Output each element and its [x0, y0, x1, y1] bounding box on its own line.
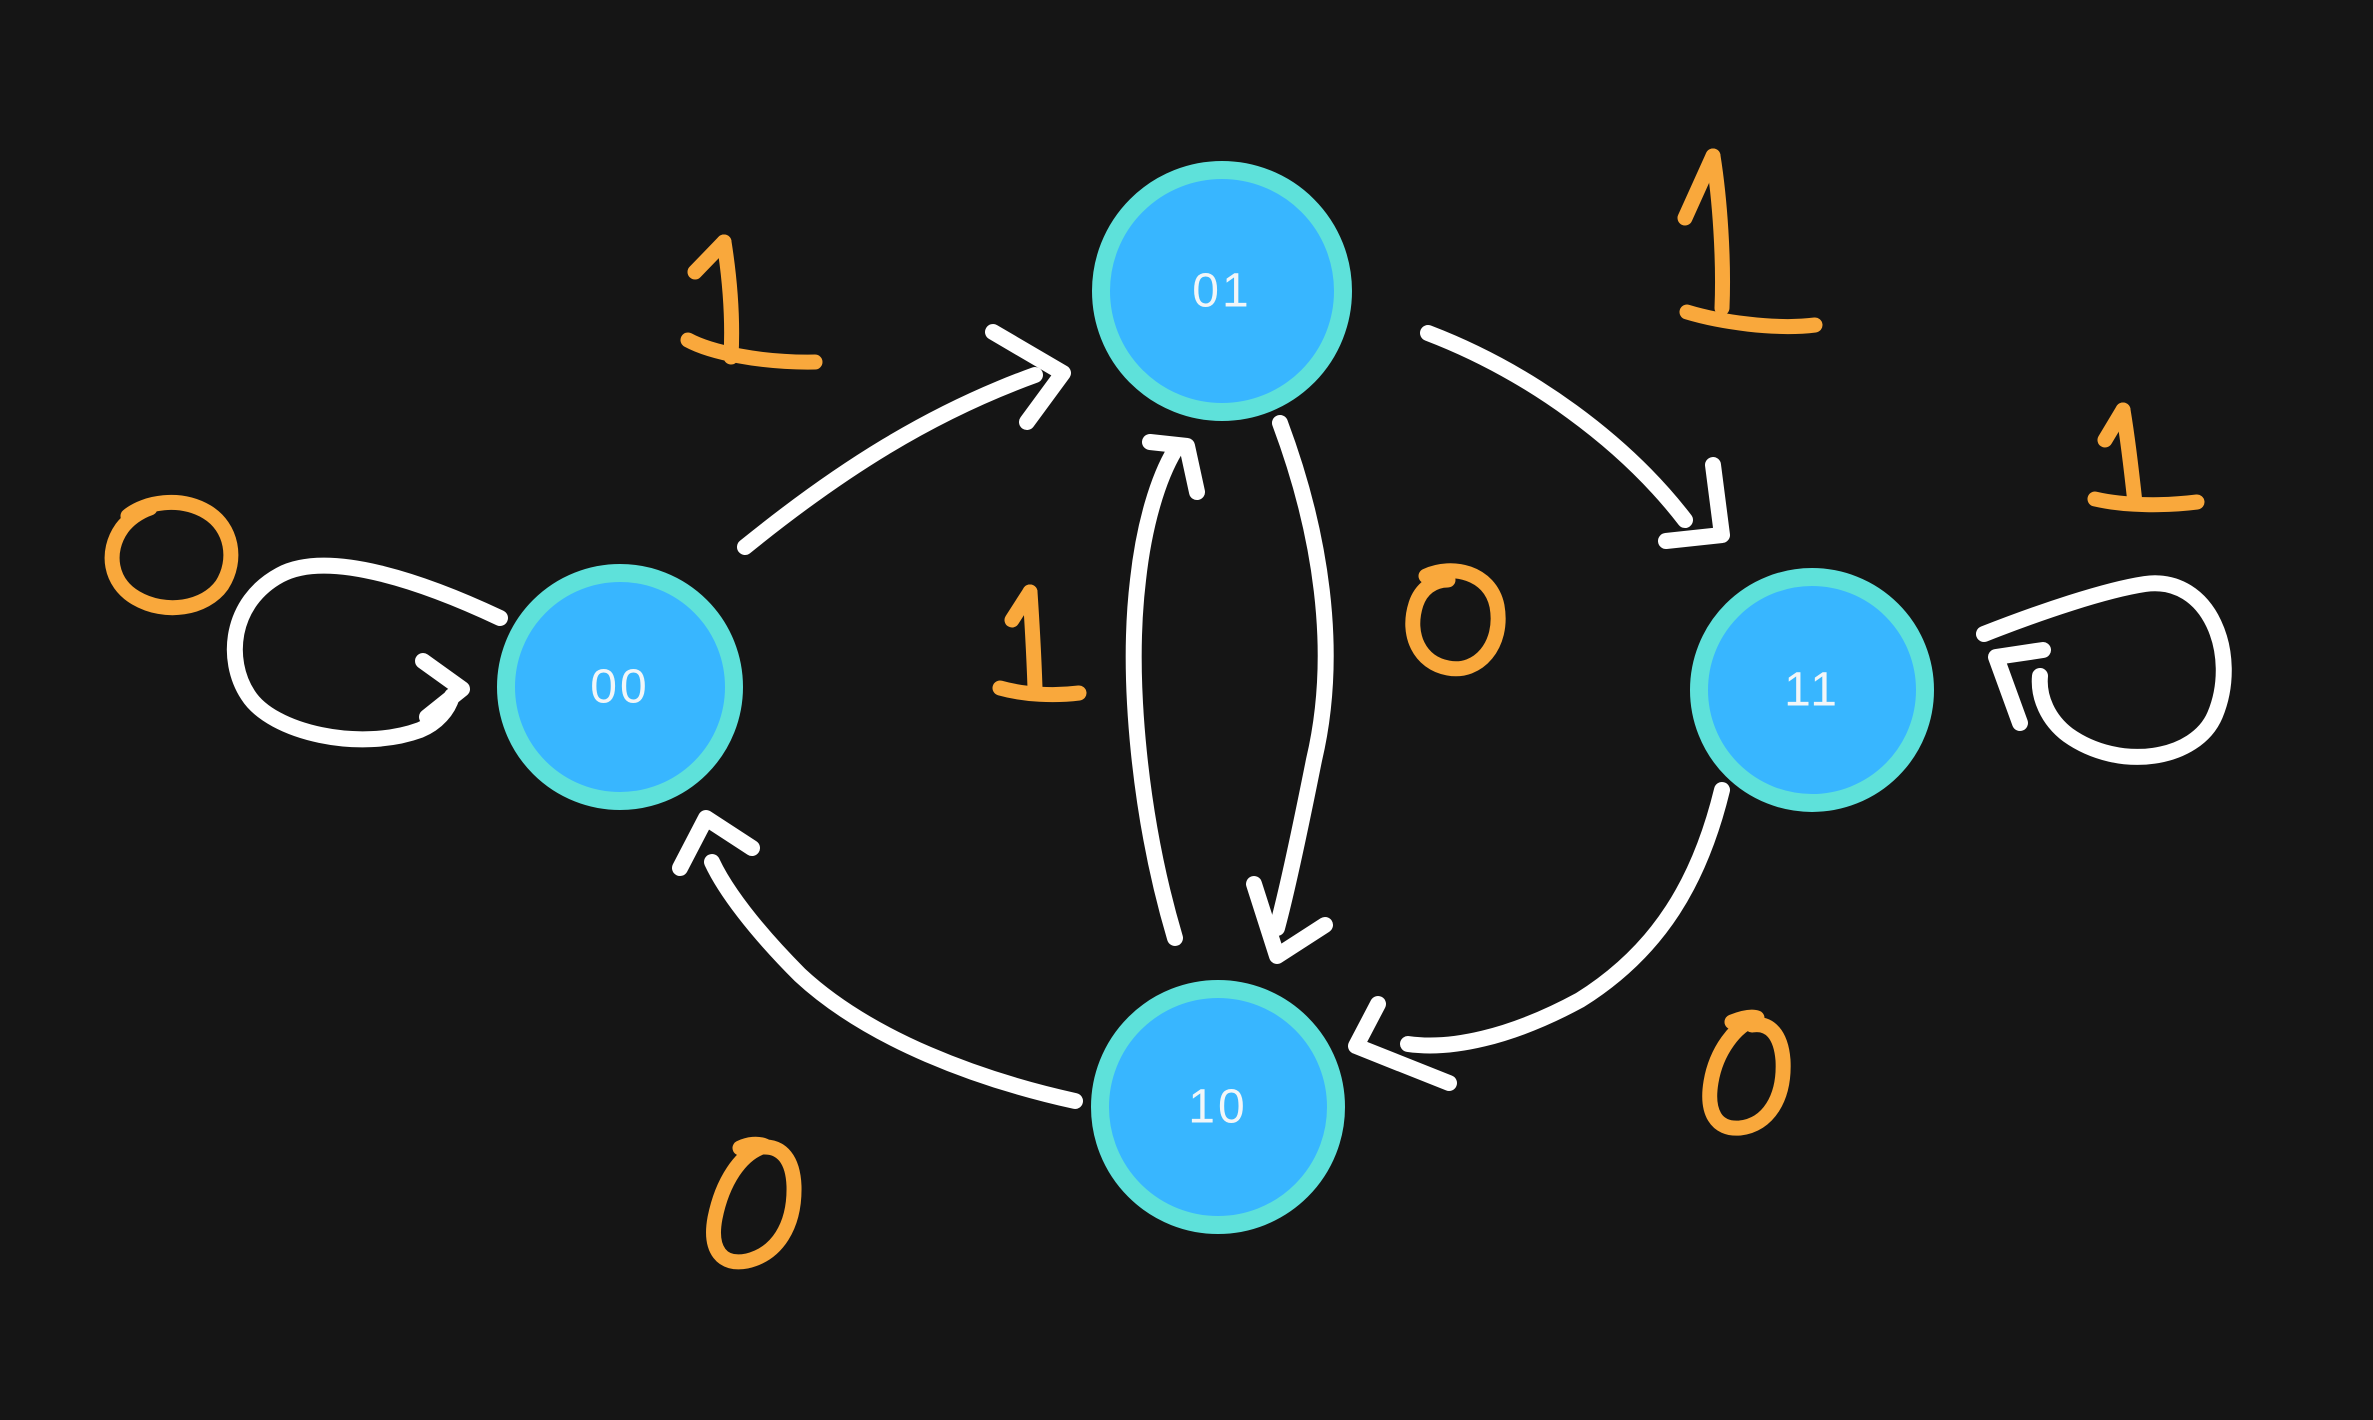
- transition-arrow-10-to-00[interactable]: [672, 810, 1083, 1109]
- transition-arrow-11-to-11[interactable]: [1976, 575, 2232, 765]
- handwritten-digit-stroke: [2115, 402, 2143, 511]
- handwritten-digit-stroke: [1022, 584, 1043, 696]
- input-label-01-to-11-digit-1[interactable]: [1677, 148, 1823, 334]
- transition-curve-10-to-00[interactable]: [704, 854, 1083, 1109]
- transition-curve-00-to-00[interactable]: [226, 557, 508, 748]
- input-label-11-to-10-digit-0[interactable]: [1702, 1009, 1791, 1136]
- transition-curve-11-to-10[interactable]: [1400, 782, 1730, 1054]
- transition-curve-10-to-01[interactable]: [1125, 442, 1183, 946]
- arrowhead-11-to-11[interactable]: [1988, 642, 2051, 731]
- state-label-10: 10: [1188, 1081, 1247, 1134]
- state-node-10[interactable]: 10: [1091, 980, 1345, 1234]
- arrowhead-10-to-01[interactable]: [1142, 434, 1205, 500]
- state-node-01[interactable]: 01: [1092, 161, 1352, 421]
- input-label-00-to-01-digit-1[interactable]: [680, 234, 823, 370]
- arrowhead-11-to-10[interactable]: [1348, 996, 1457, 1091]
- state-label-01: 01: [1192, 265, 1251, 318]
- transition-arrow-01-to-11[interactable]: [1420, 325, 1730, 549]
- state-circle-01[interactable]: [1092, 161, 1352, 421]
- state-label-11: 11: [1784, 664, 1840, 717]
- arrowhead-01-to-10[interactable]: [1246, 876, 1333, 964]
- transition-curve-01-to-11[interactable]: [1420, 325, 1693, 528]
- state-circle-10[interactable]: [1091, 980, 1345, 1234]
- transition-arrow-10-to-01[interactable]: [1125, 434, 1205, 946]
- state-node-00[interactable]: 00: [497, 564, 743, 810]
- transition-curve-01-to-10[interactable]: [1269, 415, 1334, 936]
- handwritten-digit-stroke: [992, 680, 1087, 703]
- transition-arrow-00-to-01[interactable]: [737, 324, 1071, 555]
- handwritten-digit-stroke: [1405, 563, 1506, 677]
- handwritten-digit-stroke: [706, 1136, 802, 1270]
- transition-arrows-layer: [226, 324, 2232, 1109]
- handwritten-digit-stroke: [1679, 304, 1823, 334]
- state-node-11[interactable]: 11: [1690, 568, 1934, 812]
- input-labels-layer: [104, 148, 2205, 1270]
- input-label-01-to-10-digit-0[interactable]: [1405, 563, 1506, 677]
- state-circle-11[interactable]: [1690, 568, 1934, 812]
- arrowhead-10-to-00[interactable]: [672, 810, 760, 876]
- transition-curve-00-to-01[interactable]: [737, 367, 1043, 555]
- input-label-10-to-01-digit-1[interactable]: [992, 584, 1087, 703]
- transition-arrow-01-to-10[interactable]: [1246, 415, 1334, 964]
- input-label-00-to-00-digit-0[interactable]: [104, 494, 239, 616]
- transition-arrow-00-to-00[interactable]: [226, 557, 508, 748]
- input-label-10-to-00-digit-0[interactable]: [706, 1136, 802, 1270]
- transition-arrow-11-to-10[interactable]: [1348, 782, 1730, 1091]
- handwritten-digit-stroke: [2087, 491, 2205, 513]
- arrowhead-01-to-11[interactable]: [1658, 457, 1730, 549]
- input-label-11-to-11-digit-1[interactable]: [2087, 402, 2205, 513]
- state-label-00: 00: [590, 661, 649, 714]
- handwritten-digit-stroke: [104, 494, 239, 616]
- transition-curve-11-to-11[interactable]: [1976, 575, 2232, 765]
- handwritten-digit-stroke: [716, 234, 740, 365]
- arrowhead-00-to-00[interactable]: [415, 653, 470, 725]
- state-circle-00[interactable]: [497, 564, 743, 810]
- handwritten-digit-stroke: [680, 332, 823, 370]
- handwritten-digit-stroke: [1705, 148, 1731, 316]
- handwritten-digit-stroke: [1702, 1009, 1791, 1136]
- state-nodes-layer: 00 01 11 10: [497, 161, 1934, 1234]
- arrowhead-00-to-01[interactable]: [985, 324, 1071, 430]
